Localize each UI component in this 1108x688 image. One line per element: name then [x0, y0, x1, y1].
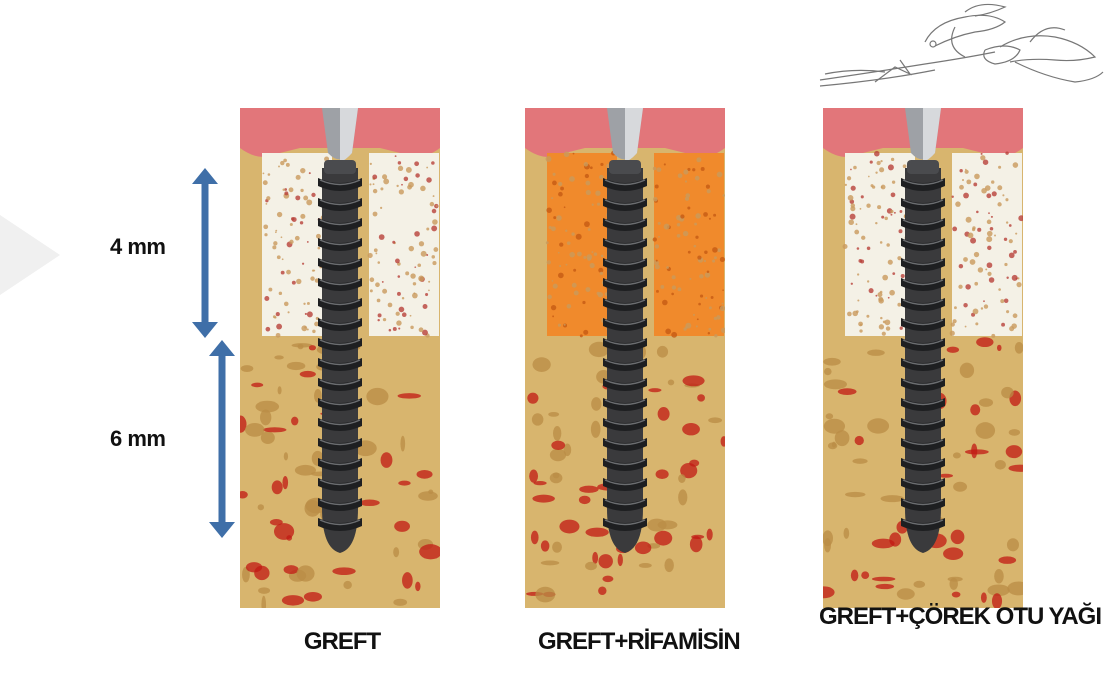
- hummingbird-sketch-icon: [815, 2, 1105, 102]
- caption-greft-corek-otu: GREFT+ÇÖREK OTU YAĞI: [812, 603, 1108, 631]
- implant-illustration: [240, 108, 440, 608]
- 6mm-arrow-icon: [205, 340, 239, 538]
- implant-panel-greft: [240, 108, 440, 608]
- label-6mm: 6 mm: [110, 426, 165, 452]
- implant-panel-corek-otu: [823, 108, 1023, 608]
- 4mm-arrow-icon: [188, 168, 222, 338]
- implant-panel-rifamisin: [525, 108, 725, 608]
- implant-illustration: [823, 108, 1023, 608]
- caption-greft: GREFT: [287, 628, 397, 656]
- caption-greft-rifamisin: GREFT+RİFAMİSİN: [538, 628, 718, 656]
- label-4mm: 4 mm: [110, 234, 165, 260]
- watermark-triangle: [0, 215, 60, 295]
- implant-illustration: [525, 108, 725, 608]
